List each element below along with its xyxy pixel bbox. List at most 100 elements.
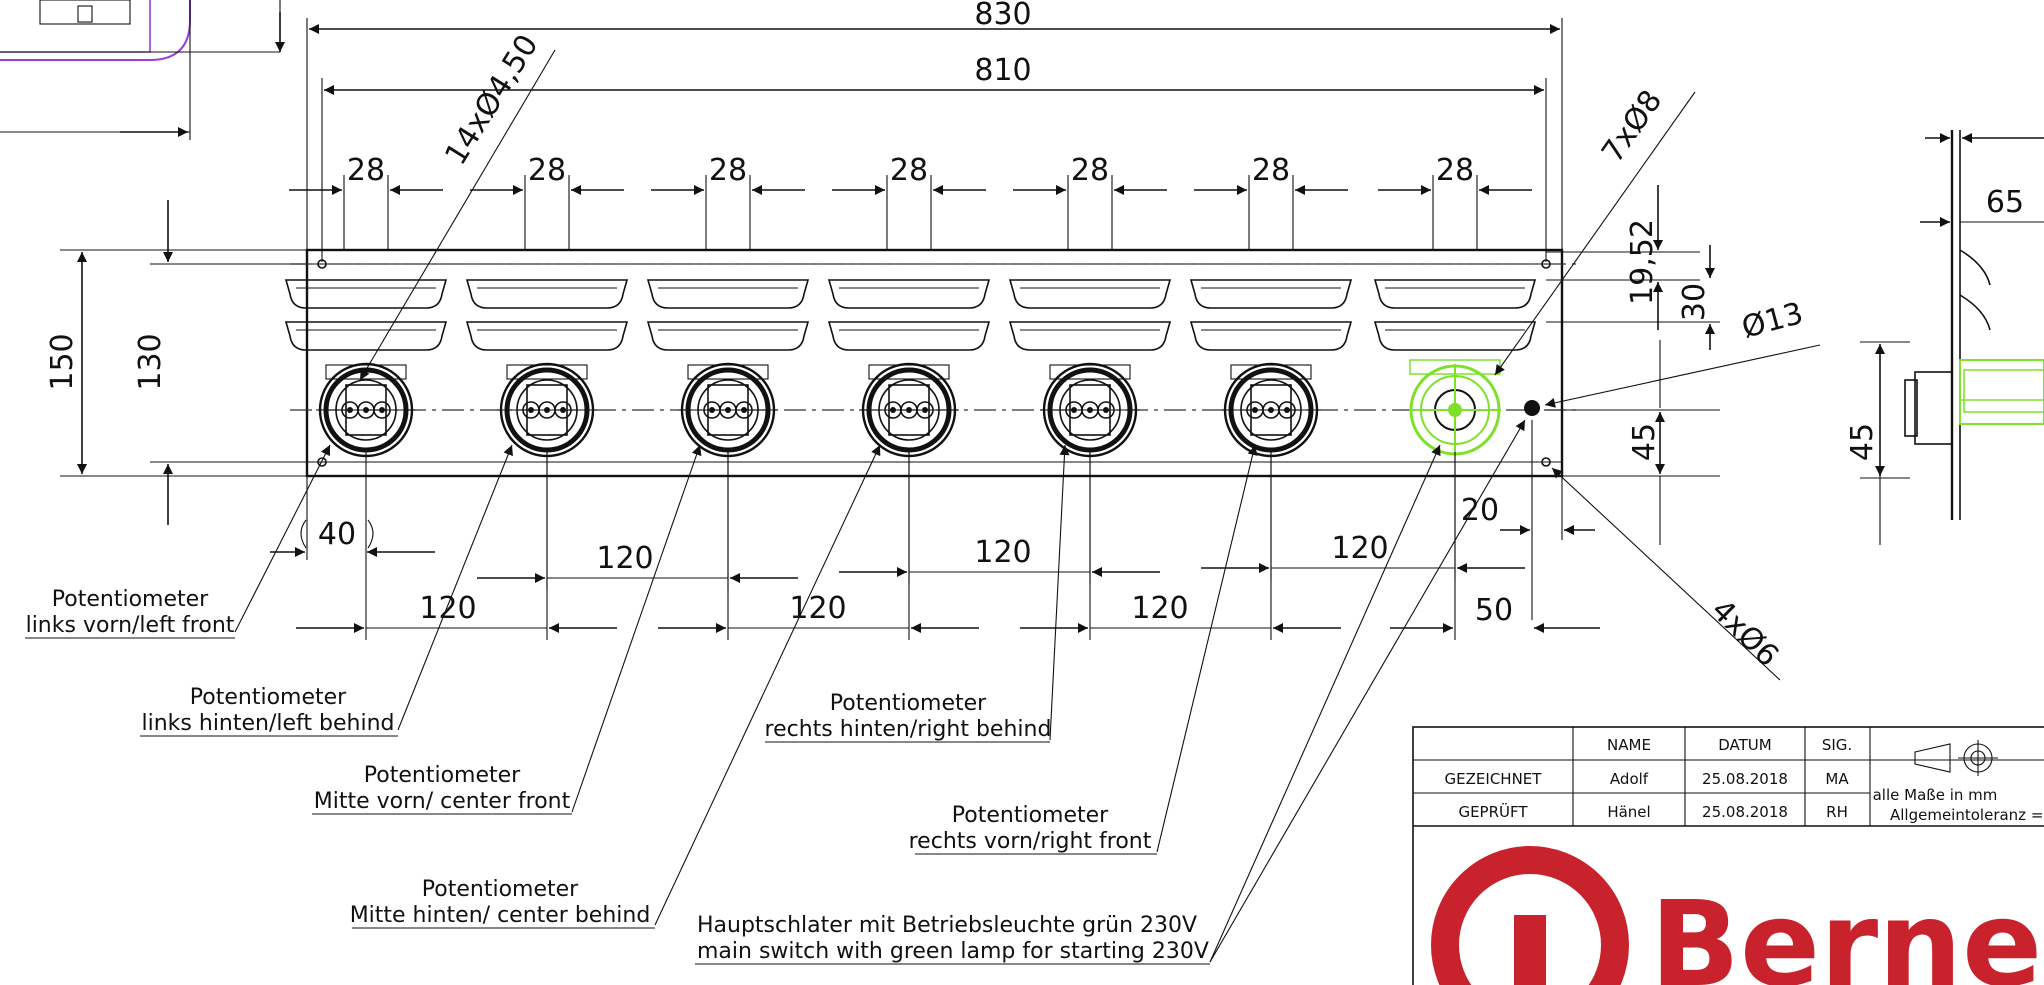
label-center-front: Potentiometer Mitte vorn/ center front [312,763,572,815]
dim-28: 28 [1252,153,1290,188]
dim-120: 120 [789,591,846,626]
callout-lamp-hole: Ø13 [1738,296,1807,346]
dim-120: 120 [974,535,1031,570]
main-switch [1409,359,1501,456]
label-left-front: Potentiometer links vorn/left front [25,587,235,639]
svg-text:Potentiometer: Potentiometer [52,587,209,612]
vent-slot [827,321,991,351]
overall-width-dimension: 830 [306,0,1563,250]
vent-slot [465,321,629,351]
right-dimensions: 19,52 30 45 [1546,185,1720,545]
potentiometer-icon [859,362,959,458]
spacing-120-dimensions: 120 120 120 120 120 120 [296,452,1525,640]
brand-name: Berner [1650,875,2044,985]
row-role: GEZEICHNET [1445,770,1543,788]
vent-slot [465,279,629,309]
side-dim-45: 45 [1845,423,1880,461]
dim-150: 150 [45,333,80,390]
th-date: DATUM [1718,736,1771,754]
svg-text:Hauptschlater mit Betriebsleuc: Hauptschlater mit Betriebsleuchte grün 2… [697,913,1197,938]
svg-text:rechts hinten/right behind: rechts hinten/right behind [765,717,1052,742]
dim-45: 45 [1627,423,1662,461]
dim-30: 30 [1677,283,1712,321]
svg-text:Potentiometer: Potentiometer [952,803,1109,828]
potentiometer-icon [678,362,778,458]
dim-20-50: 20 50 [1390,420,1600,640]
dim-28: 28 [528,153,566,188]
vent-slot [646,321,810,351]
tolerance-note: Allgemeintoleranz = m [1890,806,2044,824]
vent-slot [827,279,991,309]
dim-20: 20 [1461,493,1499,528]
svg-text:Potentiometer: Potentiometer [364,763,521,788]
svg-text:Mitte vorn/ center front: Mitte vorn/ center front [314,789,571,814]
row-sig: MA [1825,770,1849,788]
berner-logo: Berner [1431,846,2044,985]
units-note: alle Maße in mm [1873,786,1998,804]
potentiometer-icon [1221,362,1321,458]
th-name: NAME [1607,736,1651,754]
corner-hole-bl [317,457,327,467]
dim-28: 28 [890,153,928,188]
dim-120: 120 [1331,531,1388,566]
inner-width-dimension: 810 [321,53,1547,262]
vent-slot [1008,321,1172,351]
row-date: 25.08.2018 [1702,770,1788,788]
vent-slots [284,279,1537,351]
th-sig: SIG. [1822,736,1852,754]
vent-slot [1189,279,1353,309]
row-date: 25.08.2018 [1702,803,1788,821]
partial-top-view [0,0,285,140]
dim-50: 50 [1475,593,1513,628]
vent-slot [1008,279,1172,309]
dim-40: 40 [318,517,356,552]
vent-slot [1189,321,1353,351]
vent-slot [1373,321,1537,351]
dim-120: 120 [1131,591,1188,626]
dim-28: 28 [1071,153,1109,188]
dim-810: 810 [974,53,1031,88]
title-block: NAME DATUM SIG. GEZEICHNET Adolf 25.08.2… [1412,726,2044,985]
dim-120: 120 [419,591,476,626]
panel-front-view [284,248,1580,478]
vent-slot [1373,279,1537,309]
dim-19-52: 19,52 [1625,219,1660,305]
label-center-behind: Potentiometer Mitte hinten/ center behin… [350,877,655,929]
dim-130: 130 [133,333,168,390]
dim-120: 120 [596,541,653,576]
label-right-front: Potentiometer rechts vorn/right front [909,803,1157,855]
row-sig: RH [1826,803,1848,821]
label-right-behind: Potentiometer rechts hinten/right behind [765,691,1052,743]
label-leaders [234,419,1526,963]
dim-830: 830 [974,0,1031,32]
callout-main-holes: 7xØ8 [1595,84,1669,169]
svg-text:Mitte hinten/ center behind: Mitte hinten/ center behind [350,903,651,928]
height-dimensions: 150 130 [45,200,307,525]
vent-slot [284,279,448,309]
lamp-hole-13 [1524,400,1540,416]
potentiometer-icon [316,362,416,458]
corner-hole-br [1541,457,1551,467]
svg-text:Potentiometer: Potentiometer [830,691,987,716]
corner-hole-tr [1541,259,1551,269]
dim-28: 28 [709,153,747,188]
row-name: Adolf [1610,770,1649,788]
corner-hole-tl [317,259,327,269]
svg-text:links vorn/left front: links vorn/left front [26,613,235,638]
bottom-dimensions: 40 [270,476,435,560]
svg-text:links hinten/left behind: links hinten/left behind [142,711,395,736]
callout-pot-holes: 14xØ4,50 [438,29,545,172]
dim-28: 28 [1436,153,1474,188]
row-name: Hänel [1607,803,1650,821]
svg-text:main switch with green lamp fo: main switch with green lamp for starting… [697,939,1209,964]
row-role: GEPRÜFT [1458,802,1528,821]
svg-text:rechts vorn/right front: rechts vorn/right front [909,829,1152,854]
side-view: 65 45 [1845,130,2044,545]
projection-symbol-icon [1914,740,1998,776]
potentiometers [316,362,1321,458]
callout-corner-holes: 4xØ6 [1704,593,1785,674]
vent-slot [284,321,448,351]
potentiometer-icon [1040,362,1140,458]
